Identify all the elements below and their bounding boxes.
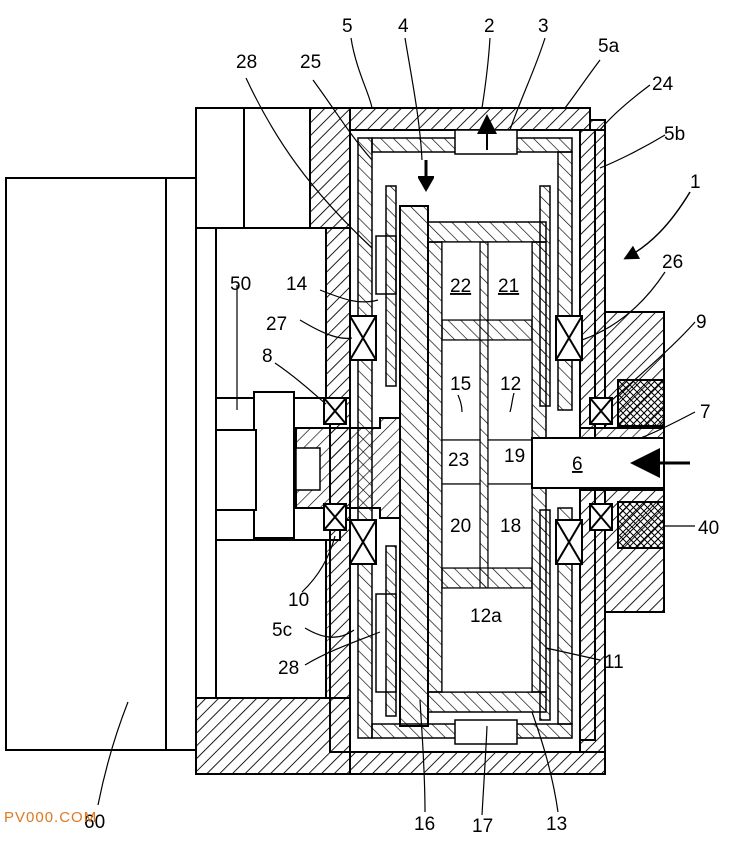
label-5a: 5a — [598, 36, 620, 57]
label-9: 9 — [696, 312, 707, 333]
label-28-bottom: 28 — [278, 658, 299, 679]
label-5b: 5b — [664, 124, 685, 145]
label-13: 13 — [546, 814, 567, 835]
label-8: 8 — [262, 346, 273, 367]
label-26: 26 — [662, 252, 683, 273]
part-labels: 5 4 2 3 5a 24 5b 1 28 25 26 50 14 22 21 … — [84, 16, 719, 837]
motor-flange-50 — [195, 107, 327, 699]
watermark: PV000.COM — [4, 809, 97, 826]
label-11: 11 — [604, 652, 624, 673]
label-21: 21 — [498, 276, 519, 297]
label-50: 50 — [230, 274, 251, 295]
rotor-14 — [399, 205, 547, 727]
bearings — [323, 315, 613, 565]
label-2: 2 — [484, 16, 495, 37]
label-7: 7 — [700, 402, 711, 423]
leader-lines — [97, 37, 696, 816]
label-25: 25 — [300, 52, 321, 73]
label-4: 4 — [398, 16, 409, 37]
label-3: 3 — [538, 16, 549, 37]
label-18: 18 — [500, 516, 521, 537]
label-60: 60 — [84, 812, 105, 833]
magnets-28 — [375, 185, 551, 721]
label-22: 22 — [450, 276, 471, 297]
label-5: 5 — [342, 16, 353, 37]
seal-40-lower — [617, 501, 665, 549]
label-1: 1 — [690, 172, 701, 193]
label-27: 27 — [266, 314, 287, 335]
seal-40-upper — [617, 379, 665, 427]
label-20: 20 — [450, 516, 471, 537]
label-5c: 5c — [272, 620, 292, 641]
label-40: 40 — [698, 518, 719, 539]
label-14: 14 — [286, 274, 308, 295]
label-6: 6 — [572, 454, 583, 475]
flow-arrow-down-icon — [418, 160, 434, 192]
label-19: 19 — [504, 446, 525, 467]
pointer-arrow-icon — [623, 191, 691, 260]
output-shaft — [295, 417, 401, 519]
label-24: 24 — [652, 74, 674, 95]
label-23: 23 — [448, 450, 469, 471]
label-12a: 12a — [470, 606, 502, 627]
label-12: 12 — [500, 374, 521, 395]
label-28-top: 28 — [236, 52, 257, 73]
label-16: 16 — [414, 814, 435, 835]
label-10: 10 — [288, 590, 309, 611]
label-15: 15 — [450, 374, 471, 395]
label-17: 17 — [472, 816, 493, 837]
motor-60 — [5, 177, 197, 751]
